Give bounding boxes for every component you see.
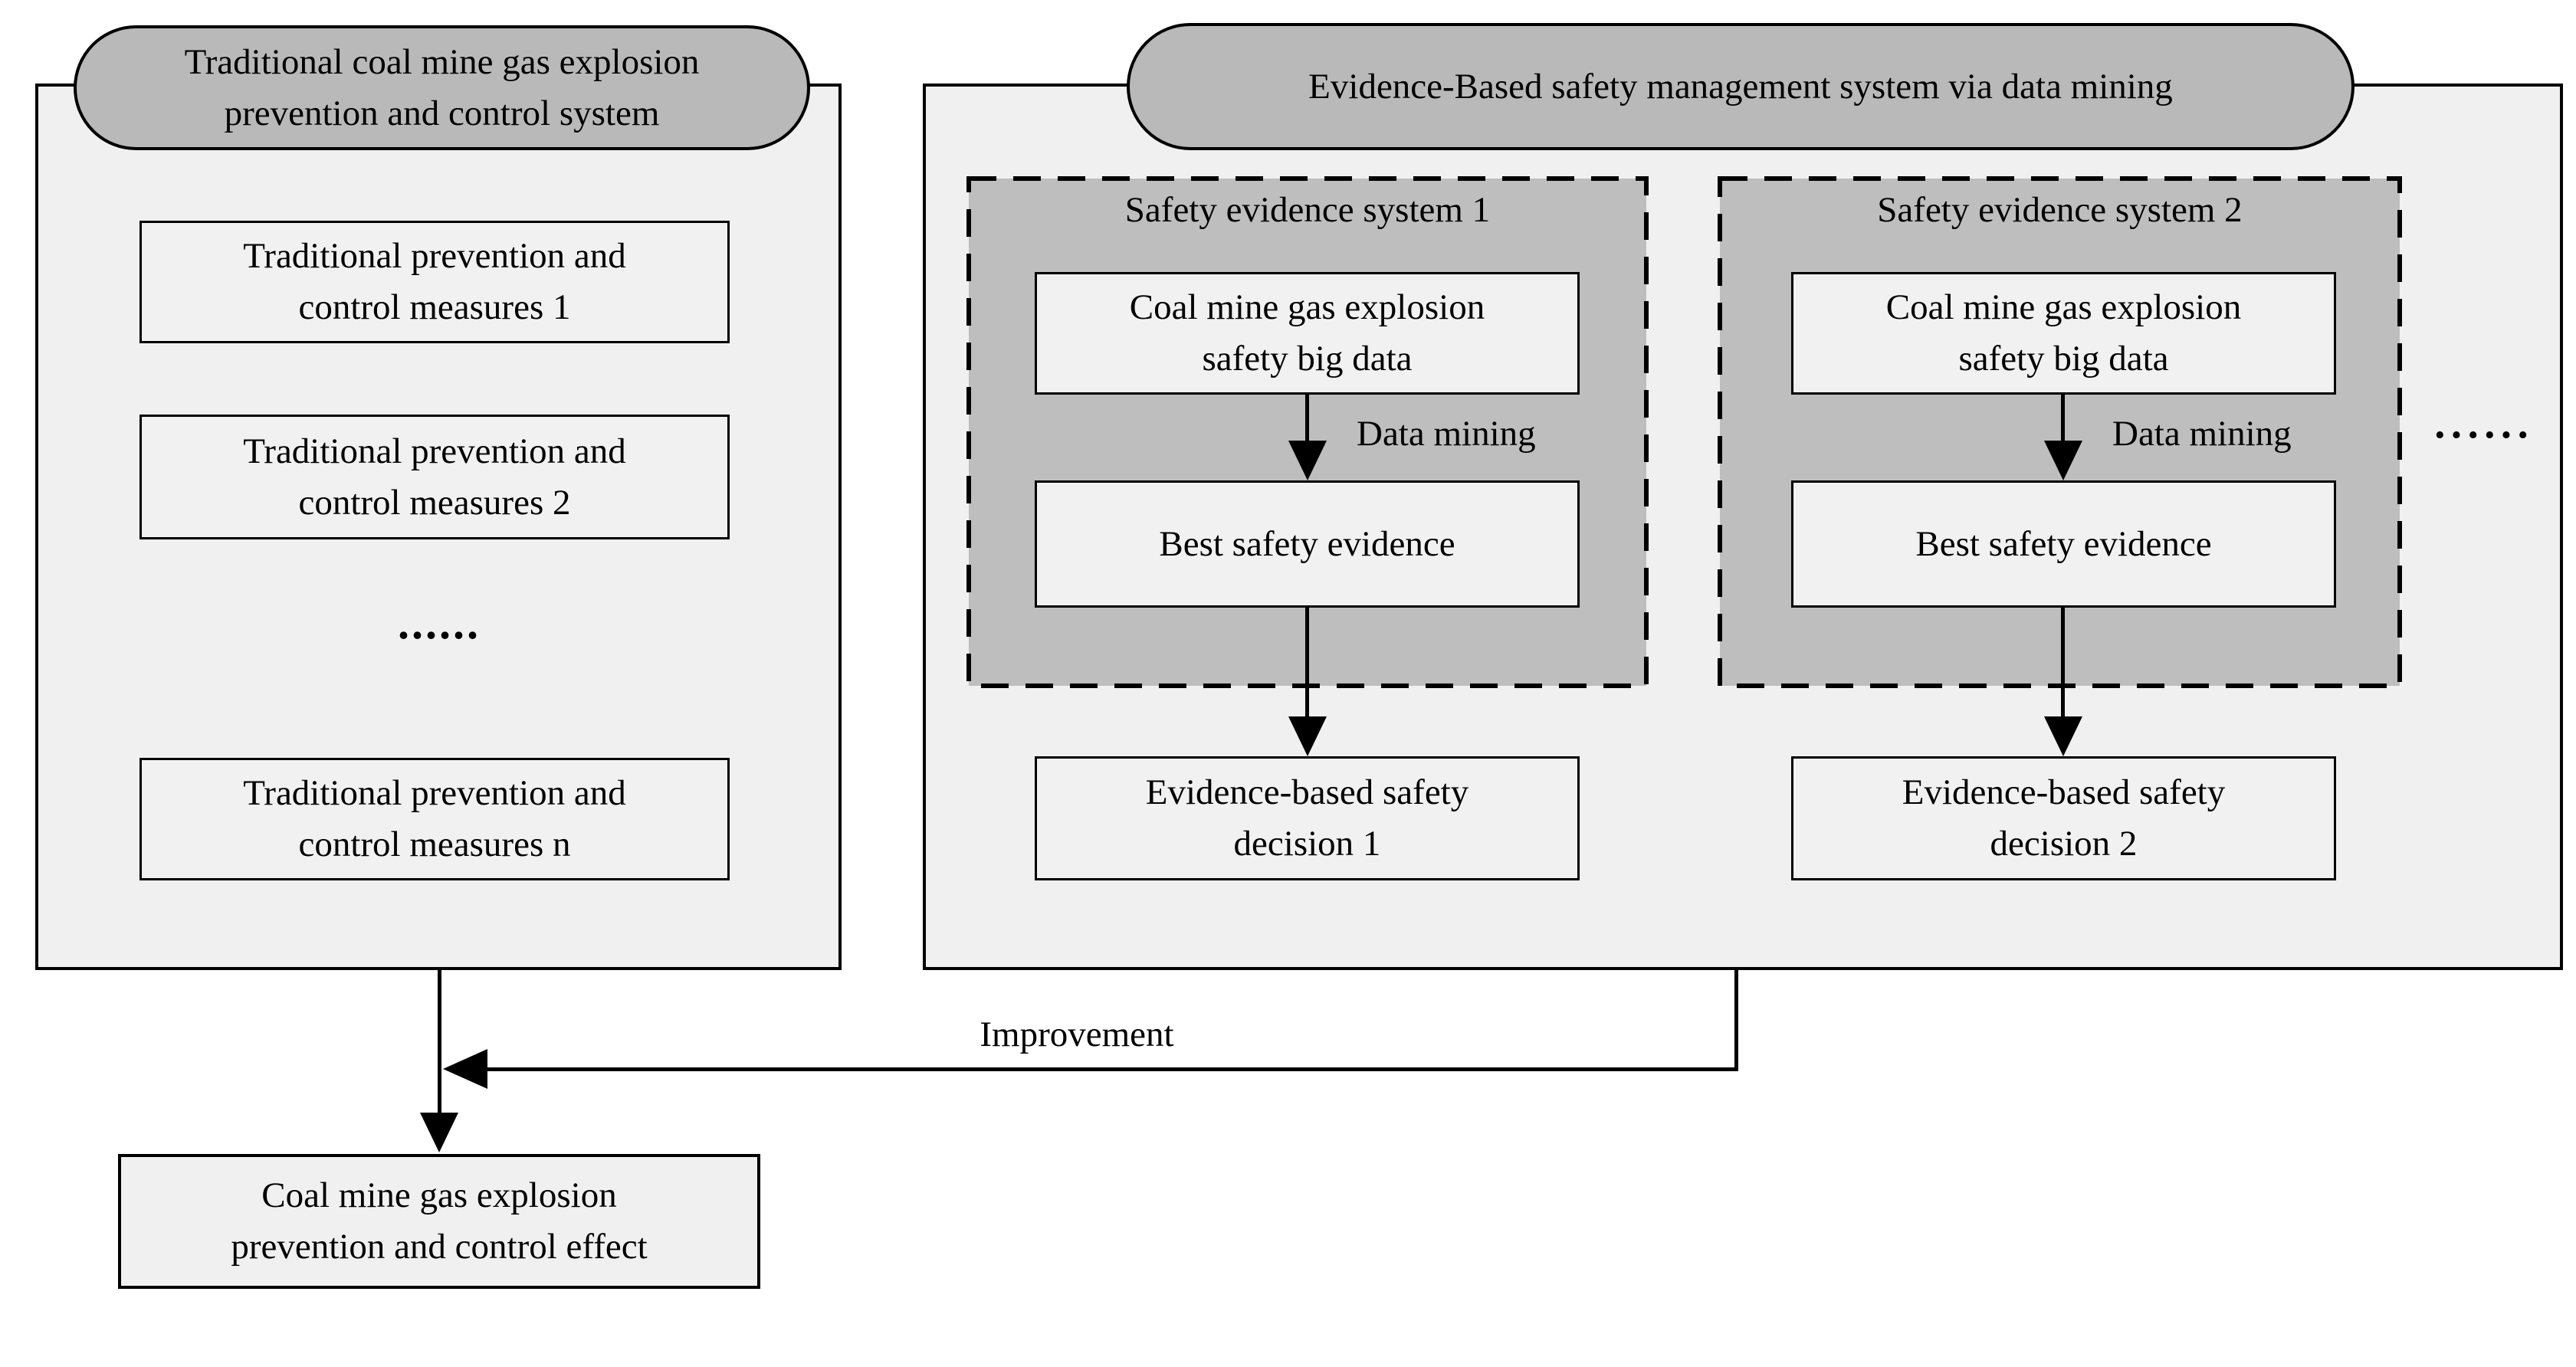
- safety-evidence-system-2-title: Safety evidence system 2: [1877, 190, 2243, 230]
- connector-down-arrowhead: [420, 1113, 458, 1152]
- measure-box-n: Traditional prevention and control measu…: [139, 758, 730, 880]
- arrow-bigdata1-to-evidence1-head: [1288, 441, 1327, 480]
- traditional-system-pill-label: Traditional coal mine gas explosion prev…: [184, 41, 700, 133]
- arrow-evidence1-to-decision1-shaft: [1305, 608, 1309, 721]
- measure-box-1: Traditional prevention and control measu…: [139, 221, 730, 343]
- connector-leftpanel-down-shaft: [438, 970, 441, 1116]
- arrow-evidence2-to-decision2-shaft: [2061, 608, 2065, 721]
- evidence-system-pill: Evidence-Based safety management system …: [1127, 23, 2354, 150]
- arrow-evidence2-to-decision2-head: [2044, 716, 2082, 756]
- decision-box-2: Evidence-based safety decision 2: [1791, 756, 2336, 880]
- arrow-bigdata1-to-evidence1-shaft: [1305, 395, 1309, 445]
- right-ellipsis-dots: ······: [2432, 411, 2533, 459]
- evidence-system-pill-label: Evidence-Based safety management system …: [1308, 66, 2173, 107]
- best-evidence-box-1: Best safety evidence: [1035, 480, 1580, 608]
- arrow-bigdata2-to-evidence2-shaft: [2061, 395, 2065, 445]
- decision-box-2-label: Evidence-based safety decision 2: [1902, 772, 2226, 864]
- measure-box-1-label: Traditional prevention and control measu…: [243, 236, 626, 327]
- measure-box-2-label: Traditional prevention and control measu…: [243, 431, 626, 523]
- safety-evidence-system-1-title: Safety evidence system 1: [1124, 190, 1491, 230]
- big-data-box-1-label: Coal mine gas explosion safety big data: [1129, 287, 1485, 379]
- data-mining-label-1: Data mining: [1357, 414, 1536, 454]
- best-evidence-box-2: Best safety evidence: [1791, 480, 2336, 608]
- big-data-box-2: Coal mine gas explosion safety big data: [1791, 272, 2336, 395]
- decision-box-1: Evidence-based safety decision 1: [1035, 756, 1580, 880]
- big-data-box-2-label: Coal mine gas explosion safety big data: [1885, 287, 2242, 379]
- best-evidence-box-2-label: Best safety evidence: [1915, 523, 2212, 564]
- result-box-label: Coal mine gas explosion prevention and c…: [231, 1175, 648, 1267]
- big-data-box-1: Coal mine gas explosion safety big data: [1035, 272, 1580, 395]
- arrow-evidence1-to-decision1-head: [1288, 716, 1327, 756]
- measure-box-n-label: Traditional prevention and control measu…: [243, 773, 626, 864]
- result-box: Coal mine gas explosion prevention and c…: [118, 1154, 760, 1289]
- improvement-label: Improvement: [980, 1015, 1174, 1054]
- data-mining-label-2: Data mining: [2112, 414, 2292, 454]
- connector-rightpanel-down-shaft: [1734, 970, 1738, 1071]
- best-evidence-box-1-label: Best safety evidence: [1159, 523, 1455, 564]
- arrow-bigdata2-to-evidence2-head: [2044, 441, 2082, 480]
- improvement-line: [486, 1067, 1738, 1071]
- left-ellipsis-dots: ......: [398, 598, 481, 648]
- measure-box-2: Traditional prevention and control measu…: [139, 415, 730, 539]
- traditional-system-pill: Traditional coal mine gas explosion prev…: [74, 25, 810, 150]
- improvement-arrowhead: [443, 1049, 487, 1089]
- decision-box-1-label: Evidence-based safety decision 1: [1145, 772, 1469, 864]
